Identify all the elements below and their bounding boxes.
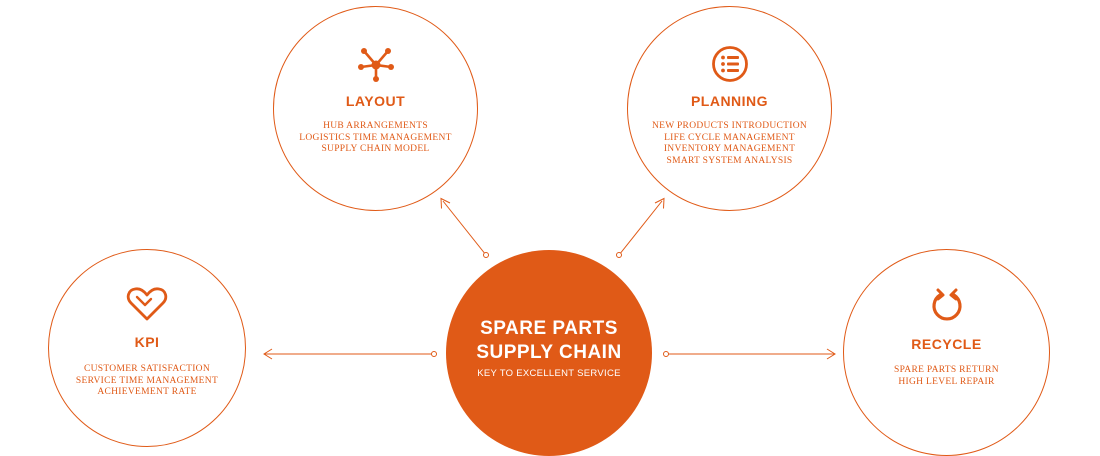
node-title: RECYCLE (911, 336, 982, 352)
recycle-icon (929, 287, 965, 332)
center-subtitle: KEY TO EXCELLENT SERVICE (477, 368, 621, 379)
connector-planning (616, 197, 665, 258)
list-item: HIGH LEVEL REPAIR (898, 376, 995, 387)
heart-icon (125, 285, 169, 328)
center-title-line2: SUPPLY CHAIN (476, 342, 622, 363)
connector-layout (440, 197, 489, 258)
node-items: CUSTOMER SATISFACTION SERVICE TIME MANAG… (49, 364, 245, 399)
list-icon (711, 45, 749, 88)
node-items: SPARE PARTS RETURN HIGH LEVEL REPAIR (844, 365, 1049, 388)
list-item: CUSTOMER SATISFACTION (83, 364, 211, 374)
node-kpi: KPI CUSTOMER SATISFACTION SERVICE TIME M… (48, 249, 246, 447)
node-title: PLANNING (690, 93, 769, 109)
list-item: SPARE PARTS RETURN (894, 365, 999, 375)
node-planning: PLANNING NEW PRODUCTS INTRODUCTION LIFE … (627, 6, 832, 211)
node-items: HUB ARRANGEMENTS LOGISTICS TIME MANAGEME… (274, 121, 477, 156)
list-item: LIFE CYCLE MANAGEMENT (664, 132, 795, 143)
connector-kpi (263, 348, 437, 360)
connector-recycle (663, 348, 836, 360)
node-layout: LAYOUT HUB ARRANGEMENTS LOGISTICS TIME M… (273, 6, 478, 211)
center-title: SPARE PARTS SUPPLY CHAIN (446, 317, 652, 365)
list-item: INVENTORY MANAGEMENT (663, 144, 796, 154)
list-item: SERVICE TIME MANAGEMENT (75, 375, 219, 386)
node-title: LAYOUT (345, 93, 406, 109)
list-item: NEW PRODUCTS INTRODUCTION (651, 121, 808, 131)
list-item: HUB ARRANGEMENTS (323, 121, 428, 131)
node-title: KPI (134, 334, 160, 350)
list-item: ACHIEVEMENT RATE (97, 387, 197, 397)
node-items: NEW PRODUCTS INTRODUCTION LIFE CYCLE MAN… (628, 121, 831, 167)
center-node: SPARE PARTS SUPPLY CHAIN KEY TO EXCELLEN… (446, 250, 652, 456)
center-title-line1: SPARE PARTS (480, 318, 618, 339)
network-nodes-icon (356, 43, 396, 88)
list-item: LOGISTICS TIME MANAGEMENT (299, 132, 452, 143)
node-recycle: RECYCLE SPARE PARTS RETURN HIGH LEVEL RE… (843, 249, 1050, 456)
list-item: SUPPLY CHAIN MODEL (321, 144, 430, 154)
list-item: SMART SYSTEM ANALYSIS (666, 155, 793, 166)
